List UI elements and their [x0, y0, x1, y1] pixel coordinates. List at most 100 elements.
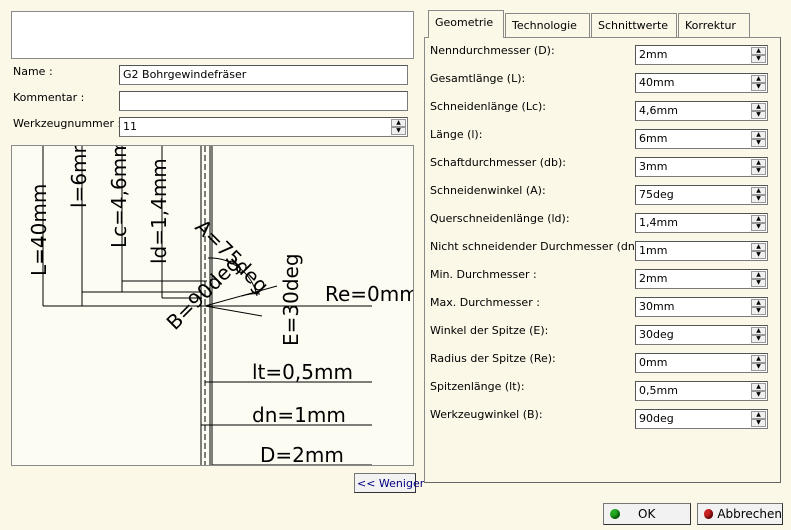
dim-Re: Re=0mm — [325, 282, 413, 306]
weniger-button[interactable]: << Weniger — [354, 473, 424, 493]
param-spinner[interactable]: ▲▼ — [751, 411, 766, 427]
spin-down-icon[interactable]: ▼ — [751, 279, 766, 287]
spin-down-icon[interactable]: ▼ — [751, 391, 766, 399]
ok-label: OK — [638, 507, 656, 521]
werkzeugnummer-spinner[interactable]: ▲ ▼ — [391, 119, 406, 135]
tab-geometrie[interactable]: Geometrie — [428, 10, 504, 38]
param-value: 4,6mm — [639, 104, 678, 117]
param-label: Max. Durchmesser : — [430, 296, 540, 309]
ok-icon — [610, 509, 620, 519]
param-input[interactable]: 1,4mm ▲▼ — [635, 213, 768, 233]
spin-down-icon[interactable]: ▼ — [751, 195, 766, 203]
param-input[interactable]: 30mm ▲▼ — [635, 297, 768, 317]
dim-ld: ld=1,4mm — [147, 158, 171, 264]
spin-up-icon[interactable]: ▲ — [751, 103, 766, 111]
dim-lt: lt=0,5mm — [252, 360, 353, 384]
spin-up-icon[interactable]: ▲ — [751, 215, 766, 223]
dim-l: l=6mm — [67, 146, 91, 208]
param-input[interactable]: 75deg▲▼ — [635, 185, 768, 205]
param-spinner[interactable]: ▲▼ — [751, 47, 766, 63]
spin-up-icon[interactable]: ▲ — [751, 131, 766, 139]
param-spinner[interactable]: ▲▼ — [751, 131, 766, 147]
param-input[interactable]: 30deg▲▼ — [635, 325, 768, 345]
param-label: Gesamtlänge (L): — [430, 72, 526, 85]
spin-down-icon[interactable]: ▼ — [751, 419, 766, 427]
param-spinner[interactable]: ▲▼ — [751, 75, 766, 91]
tab-technologie[interactable]: Technologie — [505, 13, 590, 37]
param-spinner[interactable]: ▲▼ — [751, 271, 766, 287]
spin-down-icon[interactable]: ▼ — [751, 139, 766, 147]
param-label: Winkel der Spitze (E): — [430, 324, 549, 337]
param-input[interactable]: 2mm▲▼ — [635, 269, 768, 289]
spin-down-icon[interactable]: ▼ — [391, 127, 406, 135]
werkzeugnummer-input[interactable]: 11 ▲ ▼ — [119, 117, 408, 137]
spin-up-icon[interactable]: ▲ — [751, 355, 766, 363]
param-spinner[interactable]: ▲▼ — [751, 355, 766, 371]
spin-down-icon[interactable]: ▼ — [751, 111, 766, 119]
spin-up-icon[interactable]: ▲ — [751, 411, 766, 419]
spin-down-icon[interactable]: ▼ — [751, 363, 766, 371]
tool-diagram-svg: L=40mm l=6mm Lc=4,6mm ld=1,4mm A=75deg B… — [27, 146, 413, 465]
spin-down-icon[interactable]: ▼ — [751, 223, 766, 231]
spin-up-icon[interactable]: ▲ — [751, 327, 766, 335]
param-spinner[interactable]: ▲▼ — [751, 187, 766, 203]
param-label: Schneidenwinkel (A): — [430, 184, 546, 197]
tool-diagram: L=40mm l=6mm Lc=4,6mm ld=1,4mm A=75deg B… — [11, 145, 414, 466]
cancel-icon — [704, 509, 714, 519]
param-label: Schaftdurchmesser (db): — [430, 156, 566, 169]
param-input[interactable]: 4,6mm ▲▼ — [635, 101, 768, 121]
param-label: Min. Durchmesser : — [430, 268, 537, 281]
kommentar-input[interactable] — [119, 91, 408, 111]
param-label: Nenndurchmesser (D): — [430, 44, 555, 57]
spin-up-icon[interactable]: ▲ — [751, 47, 766, 55]
param-value: 0,5mm — [639, 384, 678, 397]
spin-down-icon[interactable]: ▼ — [751, 307, 766, 315]
spin-up-icon[interactable]: ▲ — [751, 271, 766, 279]
param-input[interactable]: 0,5mm ▲▼ — [635, 381, 768, 401]
name-input[interactable]: G2 Bohrgewindefräser — [119, 65, 408, 85]
param-spinner[interactable]: ▲▼ — [751, 103, 766, 119]
spin-up-icon[interactable]: ▲ — [751, 159, 766, 167]
param-label: Werkzeugwinkel (B): — [430, 408, 543, 421]
ok-button[interactable]: OK — [603, 503, 691, 525]
spin-up-icon[interactable]: ▲ — [751, 243, 766, 251]
param-input[interactable]: 1mm ▲▼ — [635, 241, 768, 261]
param-label: Spitzenlänge (lt): — [430, 380, 525, 393]
param-input[interactable]: 2mm▲▼ — [635, 45, 768, 65]
param-spinner[interactable]: ▲▼ — [751, 243, 766, 259]
spin-up-icon[interactable]: ▲ — [391, 119, 406, 127]
spin-down-icon[interactable]: ▼ — [751, 335, 766, 343]
werkzeugnummer-value: 11 — [123, 120, 137, 133]
spin-up-icon[interactable]: ▲ — [751, 299, 766, 307]
param-value: 1,4mm — [639, 216, 678, 229]
dim-B: B=90deg — [162, 251, 245, 334]
param-input[interactable]: 40mm ▲▼ — [635, 73, 768, 93]
tab-korrektur[interactable]: Korrektur — [678, 13, 750, 37]
spin-down-icon[interactable]: ▼ — [751, 251, 766, 259]
dim-L: L=40mm — [27, 184, 51, 276]
param-spinner[interactable]: ▲▼ — [751, 327, 766, 343]
param-spinner[interactable]: ▲▼ — [751, 383, 766, 399]
param-value: 30mm — [639, 300, 675, 313]
param-input[interactable]: 3mm▲▼ — [635, 157, 768, 177]
dim-dn: dn=1mm — [252, 403, 346, 427]
param-input[interactable]: 90deg▲▼ — [635, 409, 768, 429]
spin-down-icon[interactable]: ▼ — [751, 55, 766, 63]
param-input[interactable]: 0mm▲▼ — [635, 353, 768, 373]
geometrie-panel — [424, 37, 781, 483]
name-label: Name : — [13, 65, 53, 78]
comment-textarea[interactable] — [11, 11, 414, 59]
param-value: 40mm — [639, 76, 675, 89]
spin-up-icon[interactable]: ▲ — [751, 75, 766, 83]
spin-down-icon[interactable]: ▼ — [751, 83, 766, 91]
param-input[interactable]: 6mm▲▼ — [635, 129, 768, 149]
cancel-button[interactable]: Abbrechen — [697, 503, 783, 525]
spin-down-icon[interactable]: ▼ — [751, 167, 766, 175]
param-spinner[interactable]: ▲▼ — [751, 299, 766, 315]
spin-up-icon[interactable]: ▲ — [751, 187, 766, 195]
spin-up-icon[interactable]: ▲ — [751, 383, 766, 391]
param-value: 1mm — [639, 244, 668, 257]
param-spinner[interactable]: ▲▼ — [751, 159, 766, 175]
param-spinner[interactable]: ▲▼ — [751, 215, 766, 231]
tab-schnittwerte[interactable]: Schnittwerte — [591, 13, 677, 37]
